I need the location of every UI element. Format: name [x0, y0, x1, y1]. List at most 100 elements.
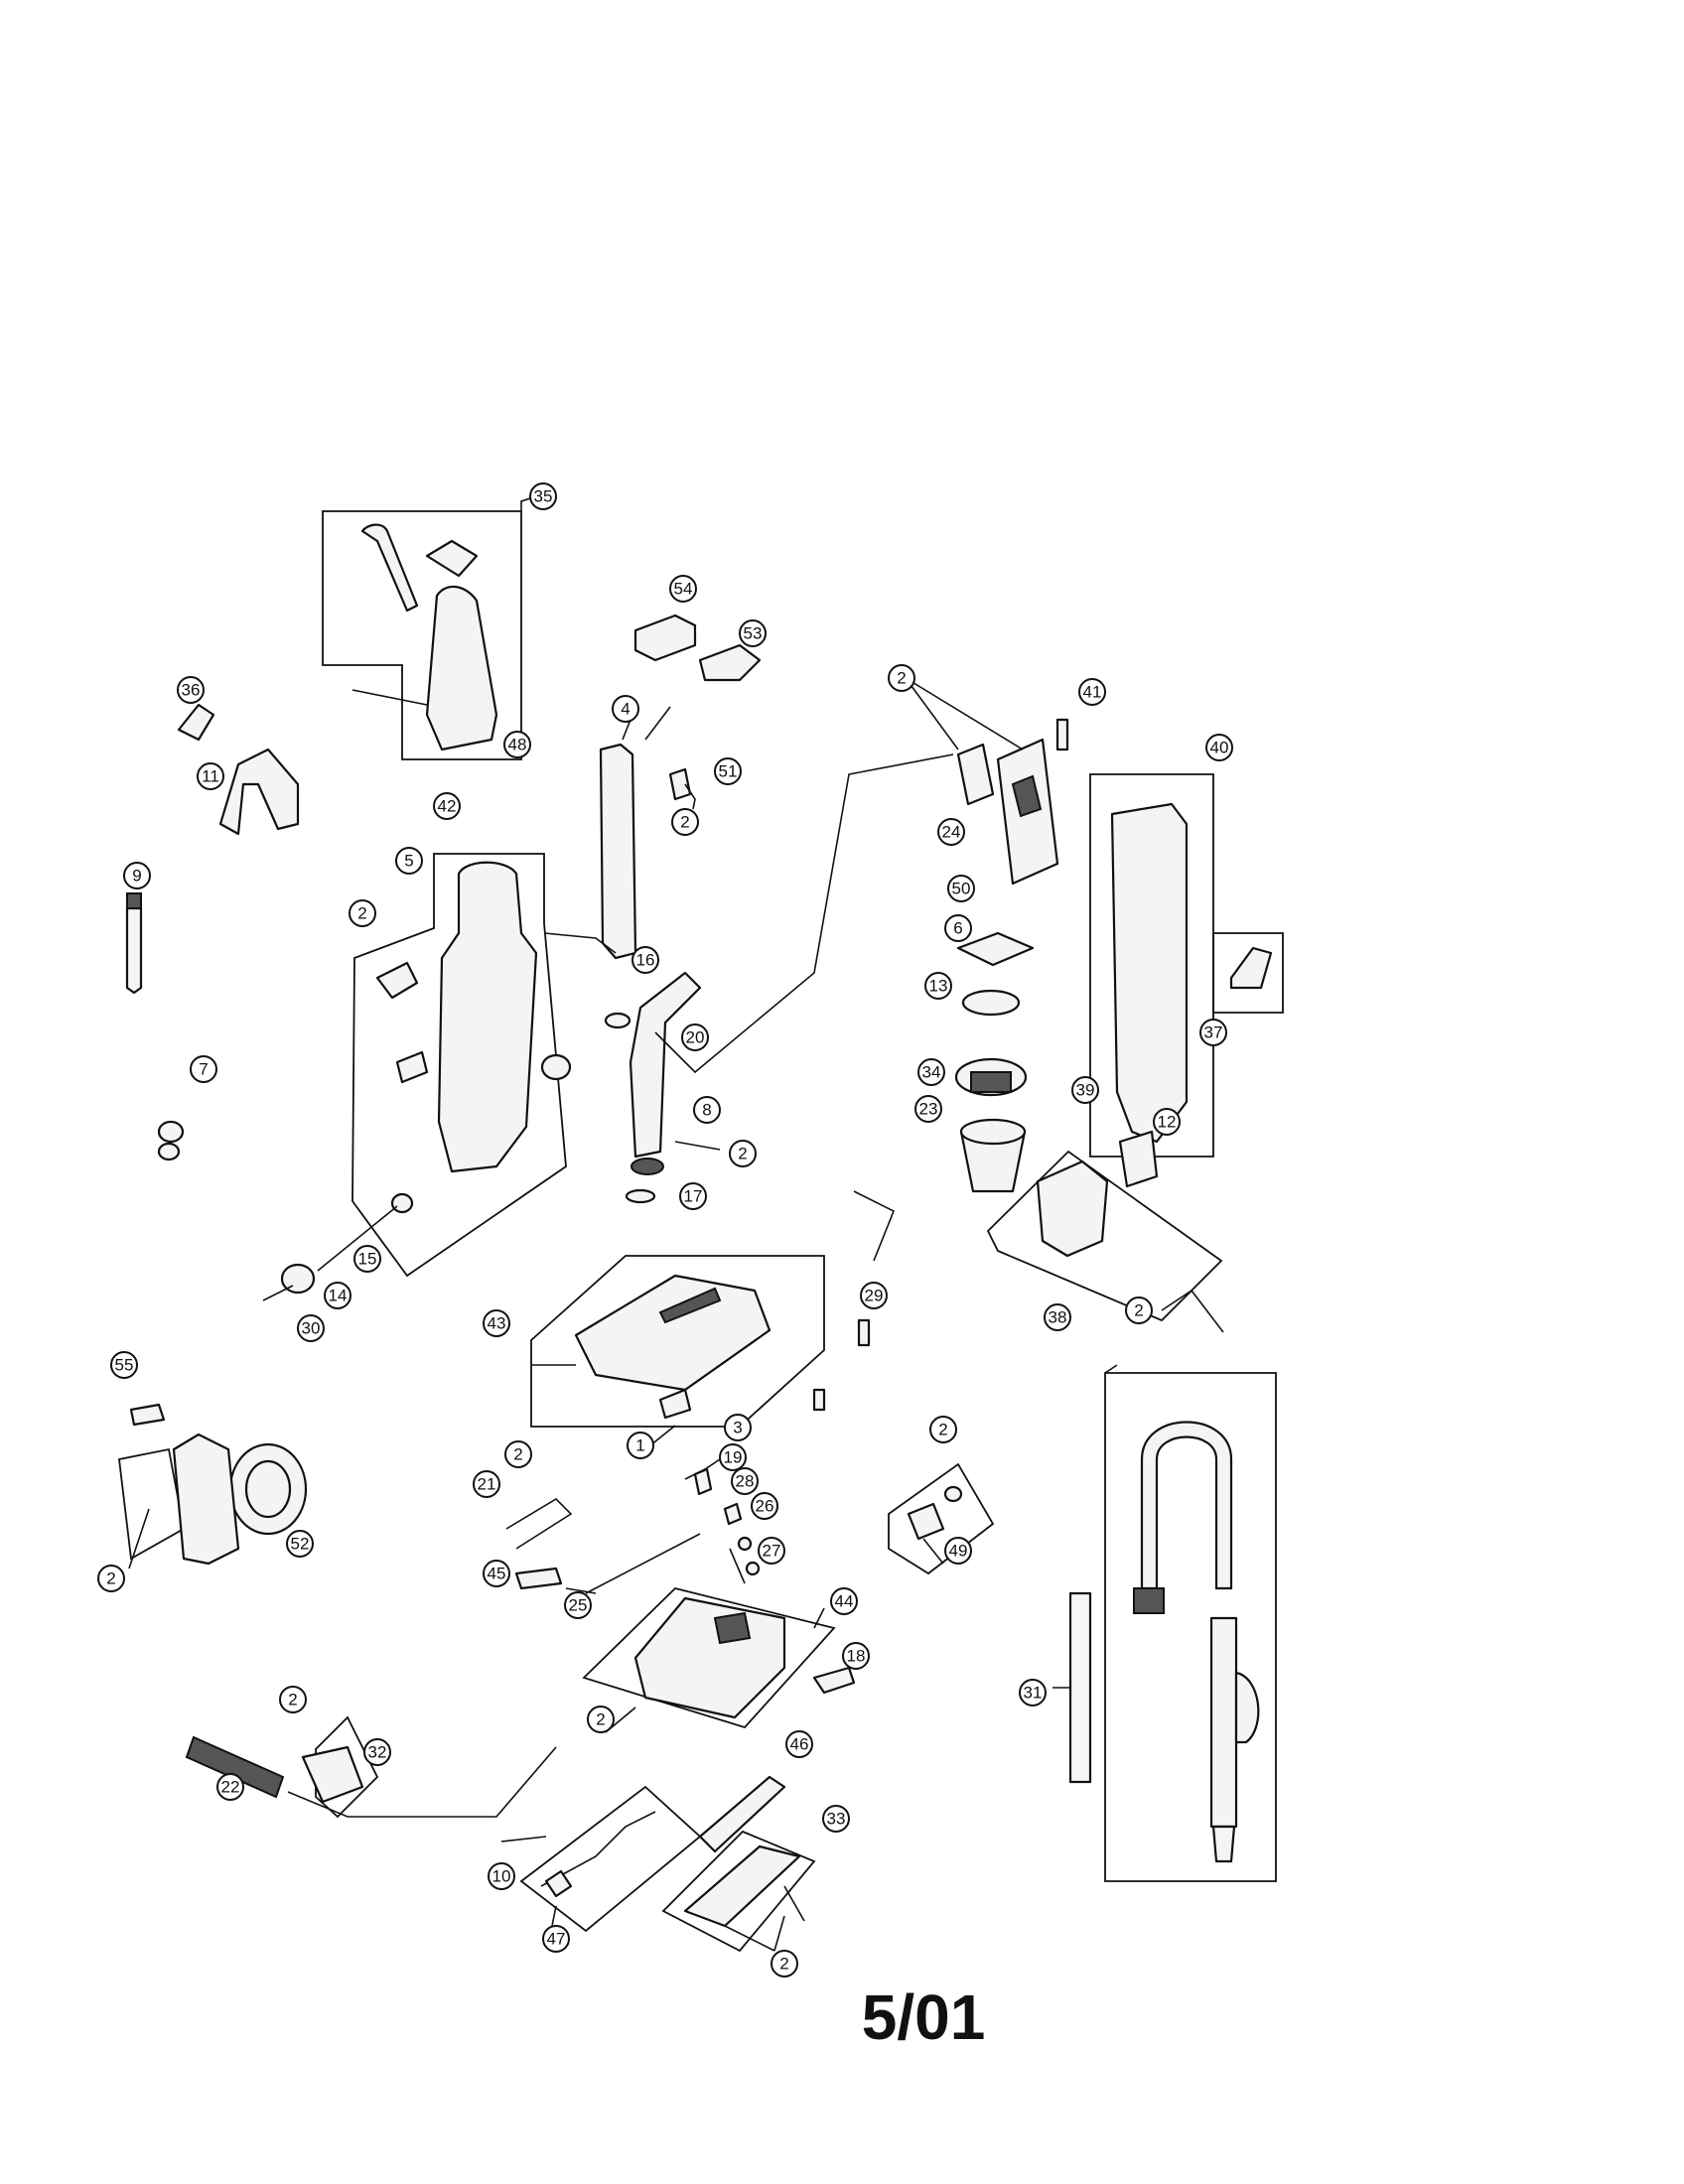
svg-text:55: 55	[115, 1356, 134, 1375]
frame-body-42	[351, 853, 567, 1278]
svg-text:25: 25	[569, 1596, 588, 1615]
part-20	[629, 971, 702, 1159]
callout-42: 42	[433, 792, 461, 820]
svg-text:16: 16	[636, 951, 655, 970]
callout-13: 13	[924, 972, 952, 1000]
callout-36: 36	[177, 676, 205, 704]
callout-19: 19	[719, 1443, 747, 1471]
svg-text:2: 2	[357, 904, 366, 923]
svg-text:48: 48	[508, 736, 527, 754]
callout-3: 3	[724, 1414, 752, 1441]
part-16	[604, 1012, 632, 1029]
callout-45: 45	[483, 1560, 510, 1587]
svg-text:34: 34	[922, 1063, 941, 1082]
svg-text:37: 37	[1204, 1024, 1223, 1042]
svg-text:23: 23	[919, 1100, 938, 1119]
callout-49: 49	[944, 1537, 972, 1565]
frame-cover-43	[530, 1255, 825, 1428]
svg-text:39: 39	[1076, 1081, 1095, 1100]
callout-37: 37	[1199, 1019, 1227, 1046]
callout-24: 24	[937, 818, 965, 846]
part-41	[1055, 718, 1069, 751]
callout-31: 31	[1019, 1679, 1047, 1706]
part-29	[857, 1318, 871, 1347]
part-17	[625, 1188, 656, 1204]
callout-12: 12	[1153, 1108, 1181, 1136]
svg-text:9: 9	[132, 867, 141, 886]
svg-text:46: 46	[790, 1735, 809, 1754]
svg-text:19: 19	[724, 1448, 743, 1467]
callout-41: 41	[1078, 678, 1106, 706]
callout-2a: 2	[671, 808, 699, 836]
part-24	[956, 743, 995, 806]
part-47	[540, 1811, 656, 1887]
svg-text:10: 10	[492, 1867, 511, 1886]
svg-text:43: 43	[488, 1314, 506, 1333]
svg-text:53: 53	[744, 624, 763, 643]
part-18	[812, 1666, 856, 1695]
svg-text:44: 44	[835, 1592, 854, 1611]
callout-2g: 2	[97, 1565, 125, 1592]
svg-text:51: 51	[719, 762, 738, 781]
part-32	[301, 1745, 364, 1804]
callout-34: 34	[917, 1058, 945, 1086]
callout-46: 46	[785, 1730, 813, 1758]
frame-49	[888, 1462, 995, 1575]
callout-22: 22	[216, 1773, 244, 1801]
callout-29: 29	[860, 1282, 888, 1309]
frame-hose-38	[1104, 1372, 1277, 1882]
part-37	[1229, 946, 1273, 990]
frame-plate-33	[661, 1830, 816, 1953]
svg-text:7: 7	[199, 1060, 208, 1079]
callout-27: 27	[758, 1537, 785, 1565]
callout-14: 14	[324, 1282, 351, 1309]
part-39	[1036, 1160, 1109, 1258]
part-38-hose	[1140, 1421, 1233, 1590]
svg-text:5: 5	[404, 852, 413, 871]
svg-text:2: 2	[897, 669, 906, 688]
part-52-housing	[172, 1433, 240, 1566]
callout-20: 20	[681, 1024, 709, 1051]
svg-text:20: 20	[686, 1028, 705, 1047]
part-30	[262, 1285, 294, 1301]
part-21	[505, 1497, 573, 1550]
part-14	[280, 1263, 316, 1295]
svg-text:2: 2	[596, 1710, 605, 1729]
part-49	[907, 1502, 945, 1541]
svg-text:54: 54	[674, 580, 693, 599]
svg-text:6: 6	[953, 919, 962, 938]
frame-cord-52	[118, 1447, 186, 1561]
callout-2k: 2	[771, 1950, 798, 1978]
part-26	[737, 1536, 753, 1552]
part-42-body	[437, 861, 538, 1173]
callout-32: 32	[363, 1738, 391, 1766]
part-44	[633, 1596, 786, 1719]
callout-15: 15	[353, 1245, 381, 1273]
svg-text:35: 35	[534, 487, 553, 506]
part-12	[1118, 1130, 1159, 1188]
svg-text:4: 4	[621, 700, 630, 719]
part-8	[674, 1141, 721, 1151]
callout-50: 50	[947, 875, 975, 902]
svg-text:38: 38	[1049, 1308, 1067, 1327]
callout-2f: 2	[504, 1440, 532, 1468]
part-11	[218, 748, 300, 836]
part-19	[693, 1467, 713, 1496]
svg-text:13: 13	[929, 977, 948, 996]
svg-text:14: 14	[329, 1287, 348, 1305]
callout-2c: 2	[729, 1140, 757, 1167]
svg-text:22: 22	[221, 1778, 240, 1797]
callout-47: 47	[542, 1925, 570, 1953]
svg-text:50: 50	[952, 880, 971, 898]
callout-2b: 2	[349, 899, 376, 927]
part-4	[599, 743, 637, 960]
callout-44: 44	[830, 1587, 858, 1615]
revision-date-code: 5/01	[861, 1981, 986, 2053]
svg-text:31: 31	[1024, 1684, 1043, 1703]
part-40	[1110, 802, 1189, 1144]
frame-tool-37	[1212, 932, 1284, 1014]
callout-30: 30	[297, 1314, 325, 1342]
part-7	[157, 1120, 185, 1144]
part-frames	[118, 510, 1284, 1953]
callout-18: 18	[842, 1642, 870, 1670]
